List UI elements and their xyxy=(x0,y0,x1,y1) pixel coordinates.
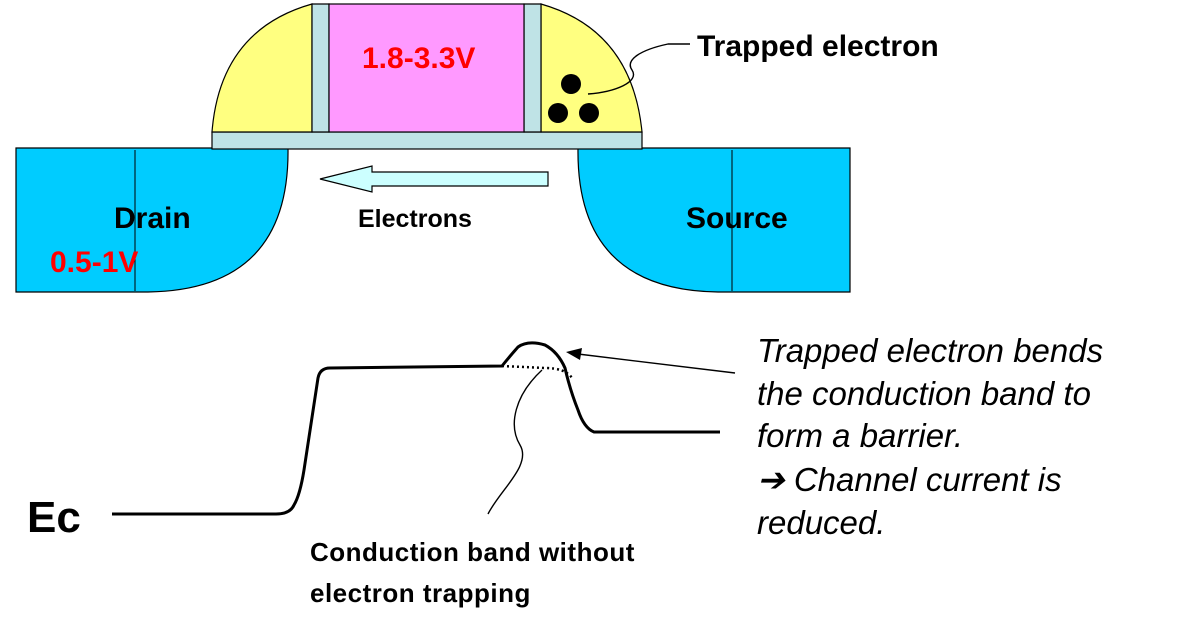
caption-leader xyxy=(487,369,543,515)
conduction-band-curve xyxy=(112,341,720,516)
gate-voltage-label: 1.8-3.3V xyxy=(362,42,475,75)
source-region xyxy=(577,147,851,293)
right-spacer xyxy=(540,3,643,133)
band-without-trapping xyxy=(501,364,574,379)
note-line-3: form a barrier. xyxy=(757,417,963,454)
trapped-electron xyxy=(548,103,568,123)
caption-line-2: electron trapping xyxy=(310,578,531,608)
left-spacer xyxy=(211,3,313,133)
trapped-electron-leader xyxy=(587,43,690,95)
gate-electrode xyxy=(328,3,525,133)
source-label: Source xyxy=(686,202,788,235)
trapped-electron xyxy=(579,103,599,123)
electron-flow-arrow xyxy=(319,165,549,193)
transistor-cross-section xyxy=(15,3,851,293)
barrier-pointer-arrowhead xyxy=(566,348,582,360)
barrier-pointer-line xyxy=(577,353,736,374)
note-line-1: Trapped electron bends xyxy=(757,332,1103,369)
caption-line-1: Conduction band without xyxy=(310,537,635,567)
drain-voltage-label: 0.5-1V xyxy=(50,246,138,279)
note-line-4: ➔ Channel current is xyxy=(757,461,1062,498)
trapped-electron xyxy=(561,74,581,94)
trapped-electron-label: Trapped electron xyxy=(697,30,939,63)
note-line-5: reduced. xyxy=(757,504,885,541)
ec-label: Ec xyxy=(27,493,81,542)
band-diagram xyxy=(112,341,736,516)
gate-oxide xyxy=(211,131,643,150)
drain-label: Drain xyxy=(114,202,191,235)
electrons-label: Electrons xyxy=(358,205,472,233)
drain-region xyxy=(15,147,289,293)
note-line-2: the conduction band to xyxy=(757,375,1091,412)
